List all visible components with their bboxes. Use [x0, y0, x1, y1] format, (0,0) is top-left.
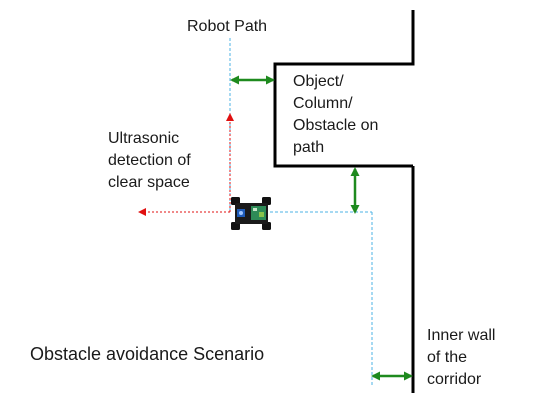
ultrasonic-line-1: Ultrasonic: [108, 130, 180, 147]
obstacle-outline: [273, 10, 415, 168]
robot-path-text: Robot Path: [187, 18, 268, 35]
ultrasonic-line-2: detection of: [108, 152, 191, 169]
scenario-title-text: Obstacle avoidance Scenario: [30, 344, 265, 364]
obstacle-line-2: Column/: [293, 95, 353, 112]
robot-car-icon: [231, 197, 271, 230]
obstacle-line-1: Object/: [293, 73, 344, 90]
obstacle-label: Object/ Column/ Obstacle on path: [293, 71, 378, 159]
obstacle-line-3: Obstacle on: [293, 117, 379, 134]
robot-path-label: Robot Path: [187, 16, 267, 38]
ultrasonic-detection-label: Ultrasonic detection of clear space: [108, 128, 191, 194]
inner-wall-line-1: Inner wall: [427, 327, 496, 344]
inner-wall-label: Inner wall of the corridor: [427, 325, 495, 391]
inner-wall-line-2: of the: [427, 349, 468, 366]
inner-wall-line-3: corridor: [427, 371, 482, 388]
obstacle-line-4: path: [293, 139, 325, 156]
ultrasonic-line-3: clear space: [108, 174, 190, 191]
scenario-title: Obstacle avoidance Scenario: [30, 343, 264, 365]
